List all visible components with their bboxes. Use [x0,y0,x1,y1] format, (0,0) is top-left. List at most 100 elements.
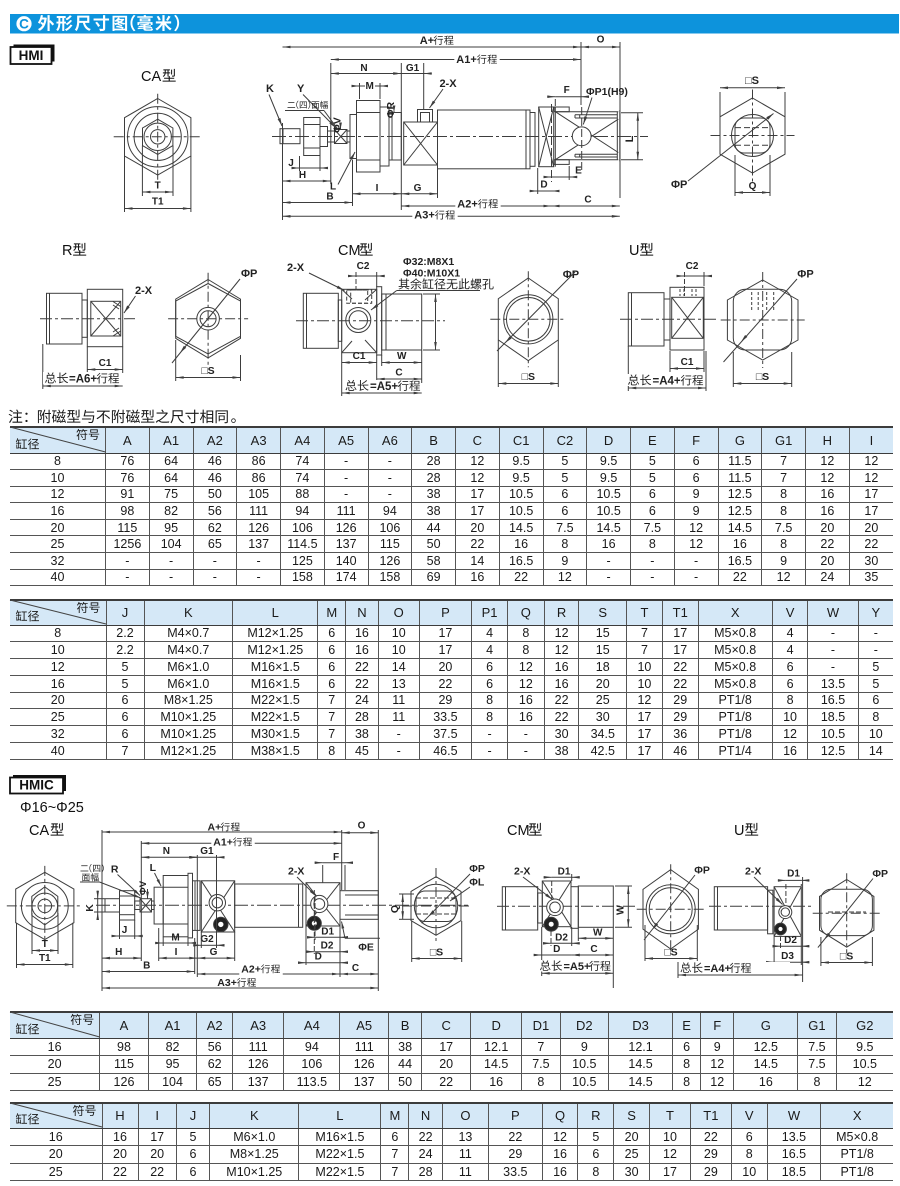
svg-text:D2: D2 [784,935,797,946]
svg-text:O: O [597,35,605,46]
svg-text:2-X: 2-X [514,866,530,878]
svg-text:K: K [266,83,274,95]
svg-text:T: T [42,939,48,950]
svg-text:A1+: A1+ [213,837,233,849]
svg-text:G2: G2 [200,934,214,945]
svg-text:J: J [288,158,294,169]
svg-text:2-X: 2-X [439,78,457,90]
svg-text:ΦP: ΦP [469,863,485,875]
svg-text:ΦV: ΦV [138,880,149,895]
svg-text:Q: Q [389,905,401,913]
svg-text:Q: Q [749,181,757,192]
svg-text:O: O [358,821,366,832]
svg-text:D1: D1 [787,869,800,880]
svg-text:Φ16~Φ25: Φ16~Φ25 [20,800,84,816]
svg-text:A+: A+ [420,35,434,47]
svg-text:ΦE: ΦE [358,942,374,954]
svg-text:I: I [175,947,178,958]
svg-text:R: R [62,243,72,259]
svg-text:T1: T1 [152,197,164,208]
svg-text:W: W [593,927,603,938]
svg-text:G1: G1 [200,846,214,857]
svg-text:C: C [352,963,359,974]
svg-text:C1: C1 [681,357,694,368]
svg-text:□S: □S [745,75,759,87]
svg-text:=A5+: =A5+ [564,961,591,973]
svg-text:2-X: 2-X [135,285,153,297]
svg-text:D2: D2 [555,933,568,944]
svg-text:A2+: A2+ [241,964,261,976]
svg-text:W: W [397,351,407,362]
svg-text:Y: Y [297,83,305,95]
svg-text:L: L [624,135,636,142]
svg-text:L: L [150,862,157,874]
svg-text:D: D [553,944,560,955]
svg-text:H: H [115,947,122,958]
svg-text:K: K [84,904,96,912]
svg-text:C1: C1 [99,358,112,369]
svg-text:G1: G1 [406,63,420,74]
svg-text:D: D [315,952,322,963]
svg-text:T: T [155,181,161,192]
svg-text:□S: □S [522,371,535,383]
svg-text:□S: □S [201,365,214,377]
svg-text:G: G [414,183,422,194]
svg-text:D2: D2 [321,941,334,952]
svg-text:CM: CM [338,243,361,259]
svg-text:E: E [575,166,582,177]
svg-text:Φ32:M8X1: Φ32:M8X1 [403,256,454,268]
svg-text:C: C [590,944,597,955]
svg-text:C1: C1 [353,351,366,362]
svg-text:CA: CA [29,823,49,839]
svg-text:A3+: A3+ [217,977,237,989]
svg-text:=A5+: =A5+ [370,381,398,393]
svg-text:D: D [540,180,547,191]
svg-text:ΦL: ΦL [469,877,485,889]
svg-text:D1: D1 [321,927,334,938]
svg-text:W: W [615,905,627,915]
svg-text:Φ40:M10X1: Φ40:M10X1 [403,268,460,280]
svg-text:D3: D3 [781,951,794,962]
svg-text:M: M [171,933,179,944]
svg-text:U: U [629,243,639,259]
svg-text:HMI: HMI [19,48,44,63]
svg-text:ΦR: ΦR [385,101,397,118]
svg-text:R: R [111,864,119,876]
svg-text:ΦP: ΦP [563,269,579,281]
svg-text:J: J [122,925,128,936]
svg-text:2-X: 2-X [287,262,305,274]
svg-text:T1: T1 [39,953,51,964]
svg-text:F: F [564,85,570,96]
svg-text:C2: C2 [686,261,699,272]
svg-text:ΦP: ΦP [241,268,257,280]
svg-text:M: M [366,81,374,92]
svg-text:L: L [330,182,336,193]
svg-text:I: I [376,183,379,194]
svg-text:CM: CM [507,823,530,839]
svg-text:ΦP: ΦP [872,868,888,880]
svg-text:2-X: 2-X [745,866,761,878]
svg-text:□S: □S [664,947,677,959]
svg-text:□S: □S [840,951,853,963]
svg-text:B: B [326,192,333,203]
svg-text:A1+: A1+ [456,54,477,66]
svg-text:C: C [19,16,29,31]
svg-text:2-X: 2-X [288,866,304,878]
svg-text:ΦP: ΦP [797,269,813,281]
svg-text:ΦP1(H9): ΦP1(H9) [586,86,628,98]
svg-text:=A6+: =A6+ [69,374,97,386]
svg-text:D1: D1 [558,866,571,877]
svg-text:U: U [734,823,744,839]
svg-text:B: B [143,961,150,972]
svg-text:G: G [210,947,218,958]
svg-text:C: C [395,368,402,379]
svg-text:HMIC: HMIC [19,778,54,793]
svg-text:CA: CA [141,69,161,85]
svg-text:C2: C2 [357,261,370,272]
svg-text:A2+: A2+ [457,199,478,211]
svg-text:ΦP: ΦP [671,179,687,191]
svg-text:N: N [163,846,170,857]
svg-text:H: H [299,170,306,181]
svg-text:N: N [360,63,367,74]
svg-text:F: F [333,852,339,863]
